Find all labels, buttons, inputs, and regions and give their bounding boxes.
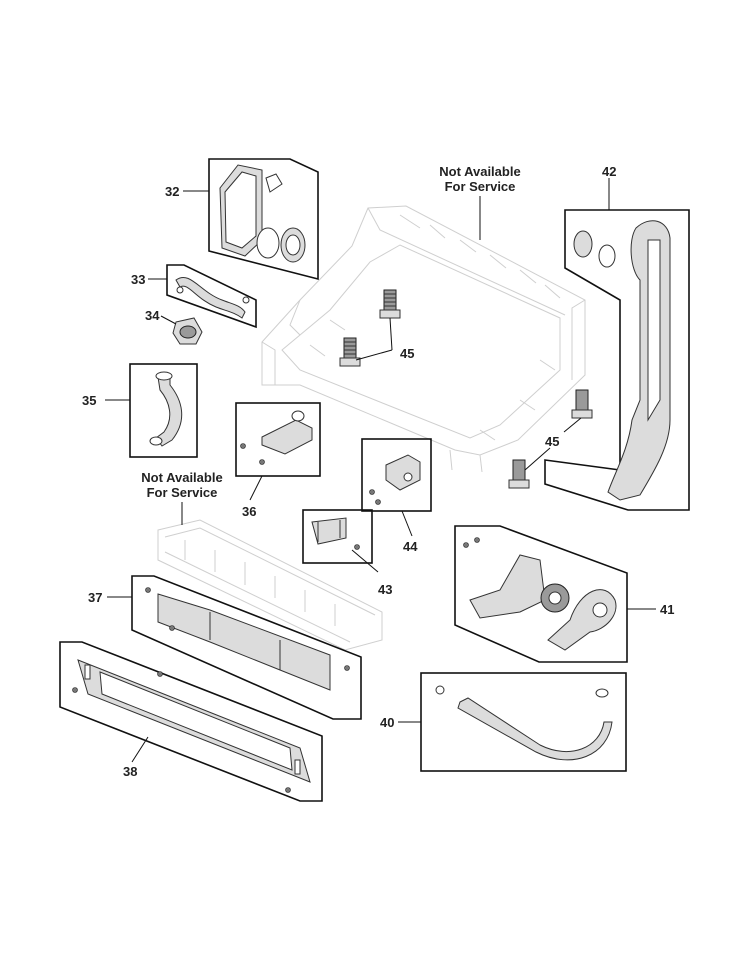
part-40-box [420, 672, 627, 772]
part-32-box [208, 158, 319, 281]
part-33-box [166, 264, 257, 329]
part-42-group [508, 209, 690, 511]
part-33-group [166, 264, 257, 329]
part-32-group [208, 158, 319, 281]
callout-33: 33 [131, 272, 145, 287]
part-41-fan-housing [469, 554, 546, 619]
note-panel-not-available-line2: For Service [147, 485, 218, 500]
part-43-clip [311, 517, 347, 545]
part-35-box [129, 363, 198, 458]
part-42-impeller [573, 230, 593, 258]
callout-35: 35 [82, 393, 96, 408]
part-40-hose [457, 697, 613, 761]
part-45-studs-center [339, 289, 401, 367]
note-tub-not-available-line1: Not Available [439, 164, 520, 179]
callout-40: 40 [380, 715, 394, 730]
part-36-group [235, 402, 321, 477]
part-43-box [302, 509, 373, 564]
part-41-group [454, 525, 628, 663]
part-37-bracket [157, 593, 331, 691]
part-44-box [361, 438, 432, 512]
part-37-group [131, 575, 362, 720]
part-38-group [59, 641, 323, 802]
callout-36: 36 [242, 504, 256, 519]
part-43-group [302, 509, 373, 564]
callout-43: 43 [378, 582, 392, 597]
callout-37: 37 [88, 590, 102, 605]
callout-42: 42 [602, 164, 616, 179]
callout-45-right: 45 [545, 434, 559, 449]
part-41-box [454, 525, 628, 663]
part-38-box [59, 641, 323, 802]
part-40-group [420, 672, 627, 772]
part-44-group [361, 438, 432, 512]
callout-38: 38 [123, 764, 137, 779]
part-35-group [129, 363, 198, 458]
callout-45-center: 45 [400, 346, 414, 361]
part-32-seal-ring [256, 227, 280, 259]
callout-32: 32 [165, 184, 179, 199]
part-44-bracket [385, 454, 421, 491]
part-36-box [235, 402, 321, 477]
part-34-valve [172, 317, 203, 345]
note-panel-not-available-line1: Not Available [141, 470, 222, 485]
callout-34: 34 [145, 308, 160, 323]
part-42-box [544, 209, 690, 511]
part-37-box [131, 575, 362, 720]
part-33-hose [175, 277, 246, 319]
part-35-hose [155, 374, 183, 447]
tub-frame-ghost [261, 205, 586, 473]
callout-44: 44 [403, 539, 418, 554]
part-42-duct [607, 220, 671, 501]
note-tub-not-available-line2: For Service [445, 179, 516, 194]
part-36-bracket [261, 419, 313, 455]
panel-ghost [157, 519, 383, 651]
callout-41: 41 [660, 602, 674, 617]
